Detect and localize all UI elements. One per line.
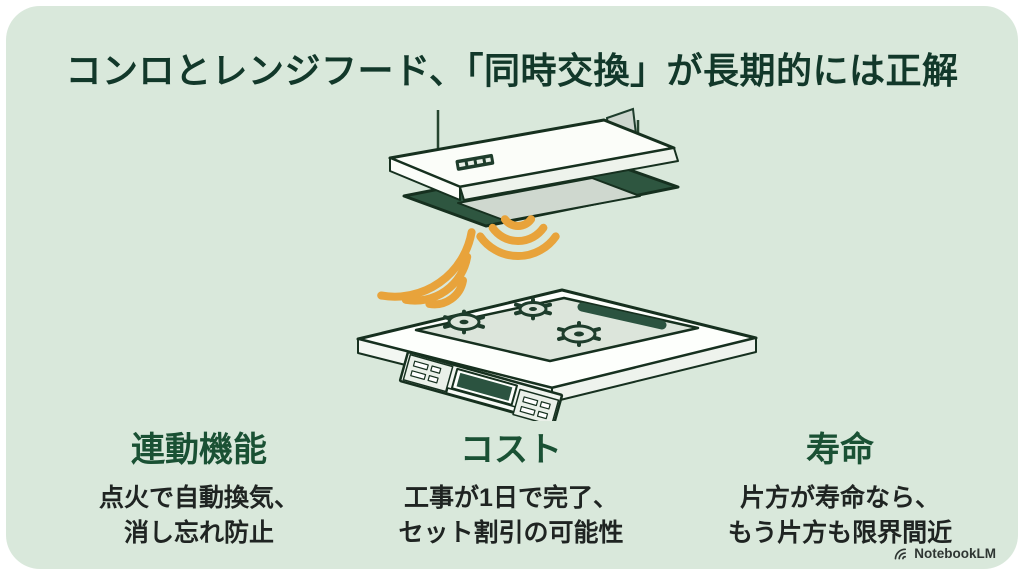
range-hood-icon xyxy=(388,118,680,228)
grill-window xyxy=(456,372,513,401)
burner xyxy=(443,309,485,335)
signal-waves-icon xyxy=(377,215,560,309)
page-title: コンロとレンジフード、「同時交換」が長期的には正解 xyxy=(65,50,959,91)
notebooklm-watermark: NotebookLM xyxy=(894,546,996,561)
feature-lifespan: 寿命 片方が寿命なら、 もう片方も限界間近 xyxy=(728,422,952,551)
feature-cost: コスト 工事が1日で完了、 セット割引の可能性 xyxy=(398,422,623,551)
slide-card: コンロとレンジフード、「同時交換」が長期的には正解 xyxy=(6,6,1018,569)
feature-text: もう片方も限界間近 xyxy=(727,519,953,547)
watermark-label: NotebookLM xyxy=(914,546,996,561)
grill-exhaust-slot xyxy=(577,302,667,330)
stove-front-panel xyxy=(398,350,564,421)
feature-text: 工事が1日で完了、 xyxy=(404,484,618,512)
notebooklm-logo-icon xyxy=(894,548,907,560)
feature-text: 点火で自動換気、 xyxy=(98,484,300,512)
feature-text: 消し忘れ防止 xyxy=(123,519,275,547)
feature-linked-function: 連動機能 点火で自動換気、 消し忘れ防止 xyxy=(99,422,299,551)
gas-stove-icon xyxy=(356,288,758,421)
feature-heading: コスト xyxy=(459,431,562,469)
burner xyxy=(557,321,601,347)
feature-heading: 寿命 xyxy=(805,431,874,469)
hood-control-panel xyxy=(455,153,495,171)
burner xyxy=(514,297,552,321)
kitchen-illustration xyxy=(356,107,758,421)
feature-heading: 連動機能 xyxy=(130,431,267,469)
feature-text: 片方が寿命なら、 xyxy=(739,484,941,512)
feature-text: セット割引の可能性 xyxy=(398,519,624,547)
